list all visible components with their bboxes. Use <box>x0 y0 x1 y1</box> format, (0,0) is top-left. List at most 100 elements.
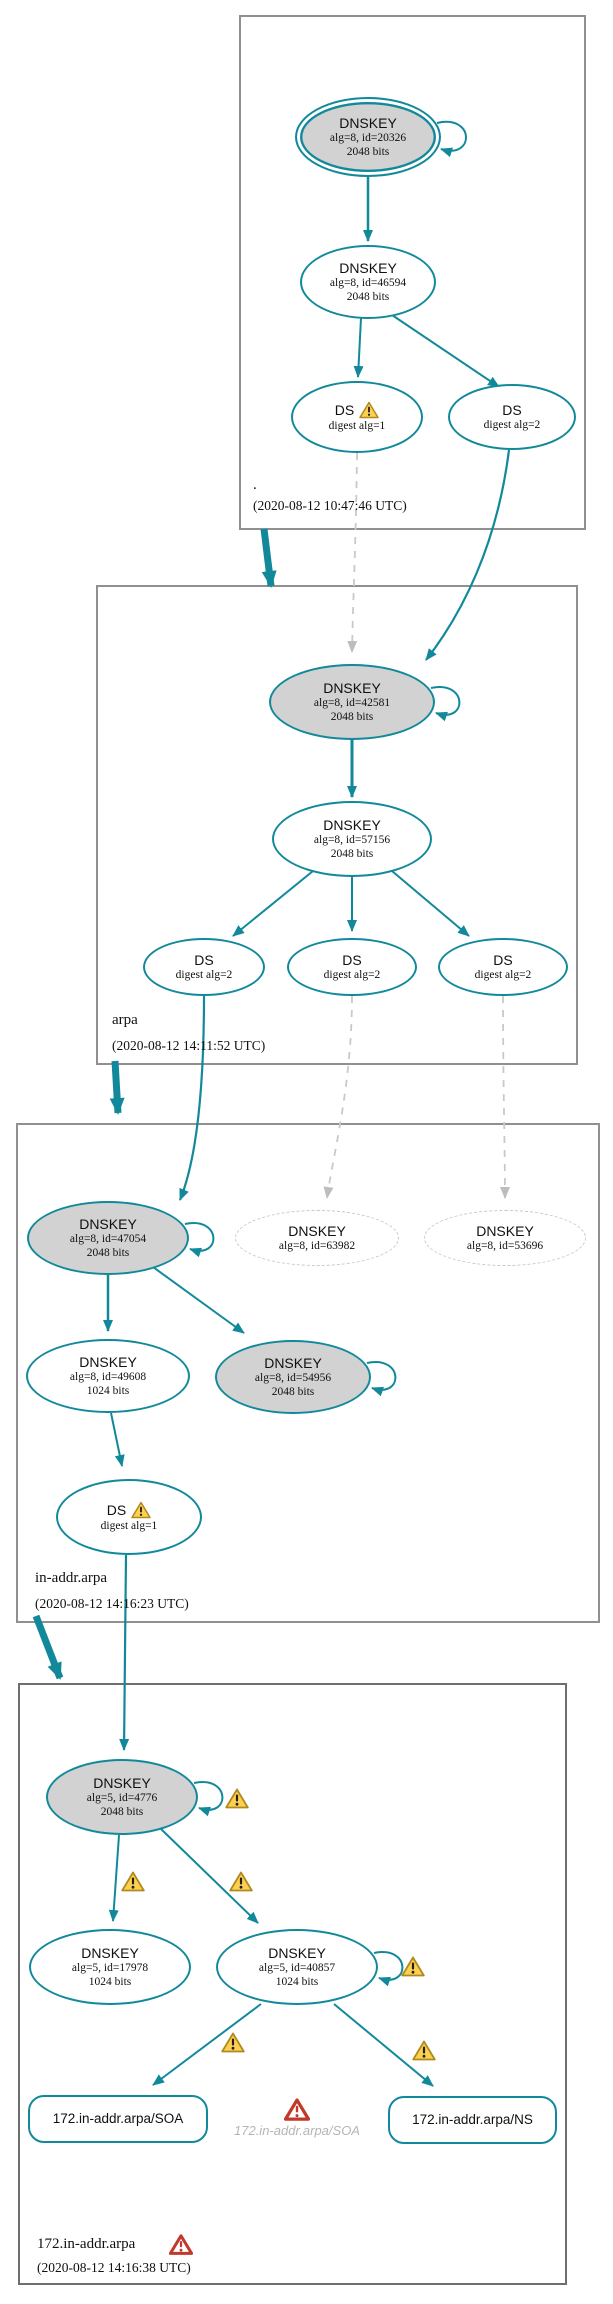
node-title: DNSKEY <box>323 679 381 696</box>
zone-timestamp-172-in-addr-arpa: (2020-08-12 14:16:38 UTC) <box>37 2260 191 2275</box>
zone-timestamp-in-addr-arpa: (2020-08-12 14:16:23 UTC) <box>35 1596 189 1611</box>
node-alg: alg=8, id=57156 <box>313 833 391 846</box>
edge-root-ksk-selfloop <box>436 120 467 158</box>
edge-172-ksk-zsk1 <box>108 1834 120 1922</box>
edge-delegation-arpa-inaddr <box>109 1060 125 1115</box>
node-title: DNSKEY <box>264 1354 322 1371</box>
node-bits: 1024 bits <box>275 1976 319 1989</box>
rrset-soa-bogus[interactable]: 172.in-addr.arpa/SOA <box>232 2098 362 2138</box>
warning-icon <box>229 1871 253 1892</box>
node-ds-arpa-2[interactable]: DS digest alg=2 <box>287 938 417 996</box>
node-alg: digest alg=2 <box>175 968 233 981</box>
edge-inaddr-ksk-ksk2 <box>152 1266 245 1334</box>
node-title: DS <box>334 401 355 418</box>
node-bits: 2048 bits <box>86 1247 130 1260</box>
error-icon <box>169 2234 194 2255</box>
node-alg: alg=8, id=47054 <box>69 1232 147 1245</box>
warning-icon <box>401 1956 425 1977</box>
edge-172-zsk2-soa <box>152 2003 262 2086</box>
edge-arpa-ds2-missing1-dashed <box>323 995 353 1199</box>
node-bits: 2048 bits <box>330 848 374 861</box>
node-bits: 2048 bits <box>346 291 390 304</box>
zone-label-in-addr-arpa: in-addr.arpa <box>35 1570 108 1586</box>
zone-timestamp-arpa: (2020-08-12 14:11:52 UTC) <box>112 1038 266 1053</box>
node-alg: alg=8, id=20326 <box>329 131 407 144</box>
edge-172-ksk-selfloop <box>193 1781 224 1817</box>
node-dnskey-42581[interactable]: DNSKEY alg=8, id=42581 2048 bits <box>269 664 435 740</box>
node-bits: 2048 bits <box>271 1386 315 1399</box>
node-ds-root-alg1[interactable]: DS digest alg=1 <box>291 381 423 453</box>
warning-icon <box>221 2032 245 2053</box>
rrset-label: 172.in-addr.arpa/SOA <box>52 2111 184 2127</box>
node-dnskey-54956[interactable]: DNSKEY alg=8, id=54956 2048 bits <box>215 1340 371 1414</box>
node-ds-arpa-3[interactable]: DS digest alg=2 <box>438 938 568 996</box>
edge-arpa-zsk-ds1 <box>232 870 314 937</box>
node-ds-arpa-1[interactable]: DS digest alg=2 <box>143 938 265 996</box>
node-title: DS <box>194 951 214 968</box>
node-alg: alg=5, id=4776 <box>86 1791 158 1804</box>
edge-172-zsk2-ns <box>333 2003 434 2087</box>
rrset-ns[interactable]: 172.in-addr.arpa/NS <box>388 2096 557 2144</box>
edge-inaddr-ds-172-ksk <box>119 1554 130 1751</box>
node-title: DNSKEY <box>79 1215 137 1232</box>
node-dnskey-57156[interactable]: DNSKEY alg=8, id=57156 2048 bits <box>272 801 432 877</box>
warning-icon <box>225 1788 249 1809</box>
node-dnskey-40857[interactable]: DNSKEY alg=5, id=40857 1024 bits <box>216 1929 378 2005</box>
node-title: DS <box>106 1501 127 1518</box>
node-alg: alg=5, id=40857 <box>258 1961 336 1974</box>
node-title: DNSKEY <box>268 1944 326 1961</box>
zone-label-arpa: arpa <box>112 1012 138 1028</box>
node-dnskey-20326[interactable]: DNSKEY alg=8, id=20326 2048 bits <box>295 97 441 177</box>
node-dnskey-63982-missing[interactable]: DNSKEY alg=8, id=63982 <box>235 1210 399 1266</box>
node-dnskey-53696-missing[interactable]: DNSKEY alg=8, id=53696 <box>424 1210 586 1266</box>
node-alg: digest alg=1 <box>328 419 386 432</box>
edge-arpa-zsk-ds3 <box>391 870 470 937</box>
edge-inaddr-ksk2-selfloop <box>366 1361 397 1397</box>
zone-label-172-in-addr-arpa: 172.in-addr.arpa <box>37 2234 194 2255</box>
warning-icon <box>359 401 379 419</box>
rrset-soa[interactable]: 172.in-addr.arpa/SOA <box>28 2095 208 2143</box>
node-alg: alg=8, id=42581 <box>313 696 391 709</box>
zone-timestamp-root: (2020-08-12 10:47:46 UTC) <box>253 498 407 513</box>
node-title: DNSKEY <box>476 1222 534 1239</box>
node-title: DNSKEY <box>81 1944 139 1961</box>
node-alg: alg=8, id=63982 <box>278 1239 356 1252</box>
edge-arpa-ds1-inaddr-ksk <box>178 995 206 1201</box>
edge-root-ds1-arpa-ksk-dashed <box>347 452 358 653</box>
warning-icon <box>412 2040 436 2061</box>
node-title: DNSKEY <box>339 114 397 131</box>
edge-arpa-ksk-selfloop <box>430 686 461 722</box>
edge-delegation-inaddr-172 <box>32 1614 64 1680</box>
node-title: DNSKEY <box>339 259 397 276</box>
zone-label-root: . <box>253 477 257 493</box>
node-title: DS <box>342 951 362 968</box>
node-dnskey-4776[interactable]: DNSKEY alg=5, id=4776 2048 bits <box>46 1759 198 1835</box>
node-title: DNSKEY <box>93 1774 151 1791</box>
node-alg: digest alg=2 <box>474 968 532 981</box>
node-ds-inaddr-alg1[interactable]: DS digest alg=1 <box>56 1479 202 1555</box>
node-ds-root-alg2[interactable]: DS digest alg=2 <box>448 384 576 450</box>
node-bits: 2048 bits <box>100 1806 144 1819</box>
rrset-bogus-label: 172.in-addr.arpa/SOA <box>234 2123 360 2138</box>
node-bits: 1024 bits <box>86 1385 130 1398</box>
node-dnskey-49608[interactable]: DNSKEY alg=8, id=49608 1024 bits <box>26 1339 190 1413</box>
node-alg: alg=8, id=53696 <box>466 1239 544 1252</box>
node-alg: alg=8, id=46594 <box>329 276 407 289</box>
edge-delegation-root-arpa <box>260 528 277 588</box>
node-alg: digest alg=2 <box>323 968 381 981</box>
node-title: DS <box>493 951 513 968</box>
edge-arpa-ds3-missing2-dashed <box>499 995 510 1199</box>
node-title: DNSKEY <box>79 1353 137 1370</box>
node-dnskey-46594[interactable]: DNSKEY alg=8, id=46594 2048 bits <box>300 245 436 319</box>
edge-inaddr-ksk-selfloop <box>184 1222 215 1258</box>
edge-root-zsk-ds2 <box>391 314 500 388</box>
edge-root-zsk-ds1 <box>353 317 364 378</box>
node-alg: alg=5, id=17978 <box>71 1961 149 1974</box>
node-bits: 2048 bits <box>330 711 374 724</box>
node-alg: digest alg=2 <box>483 418 541 431</box>
error-icon <box>284 2098 310 2121</box>
node-dnskey-47054[interactable]: DNSKEY alg=8, id=47054 2048 bits <box>27 1201 189 1275</box>
node-dnskey-17978[interactable]: DNSKEY alg=5, id=17978 1024 bits <box>29 1929 191 2005</box>
